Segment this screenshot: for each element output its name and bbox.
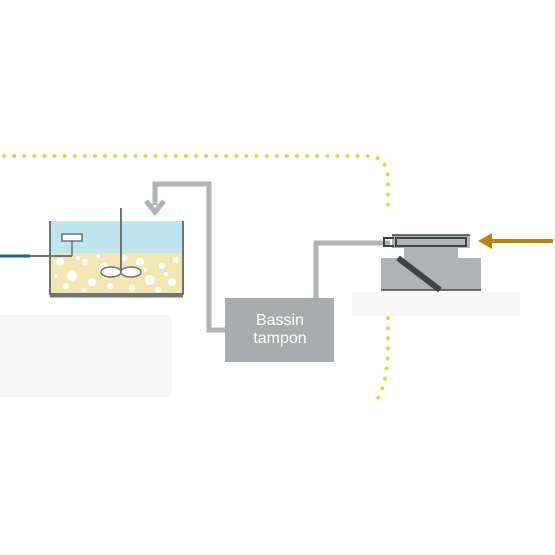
separator-inner-frame: [395, 237, 467, 247]
buffer-tank-box: [225, 298, 334, 362]
tank-outline: [49, 221, 184, 295]
recirculation-arrow-head: [144, 199, 166, 216]
background-panel-left: [0, 315, 172, 397]
separator-to-buffer-pipe: [313, 240, 390, 298]
mixer-blade-right: [120, 266, 142, 278]
inlet-arrow-head: [478, 233, 492, 249]
background-panel-right: [352, 292, 520, 316]
buffer-tank-label-line1: Bassin: [256, 312, 304, 329]
boundary-dotted-line: [2, 154, 390, 212]
recirculation-pipe: [152, 181, 225, 333]
separator-left-bracket: [383, 237, 394, 247]
separator-unit: [381, 234, 481, 293]
mixer-blade-left: [100, 266, 122, 278]
tank-bubbles: [54, 254, 179, 293]
boundary-dotted-line-lower: [376, 316, 390, 400]
level-sensor: [61, 233, 83, 242]
buffer-tank-label-line2: tampon: [253, 330, 306, 347]
buffer-tank: Bassin tampon: [225, 298, 334, 362]
separator-screen-slope: [396, 255, 442, 293]
bioreactor-tank: [49, 208, 184, 298]
